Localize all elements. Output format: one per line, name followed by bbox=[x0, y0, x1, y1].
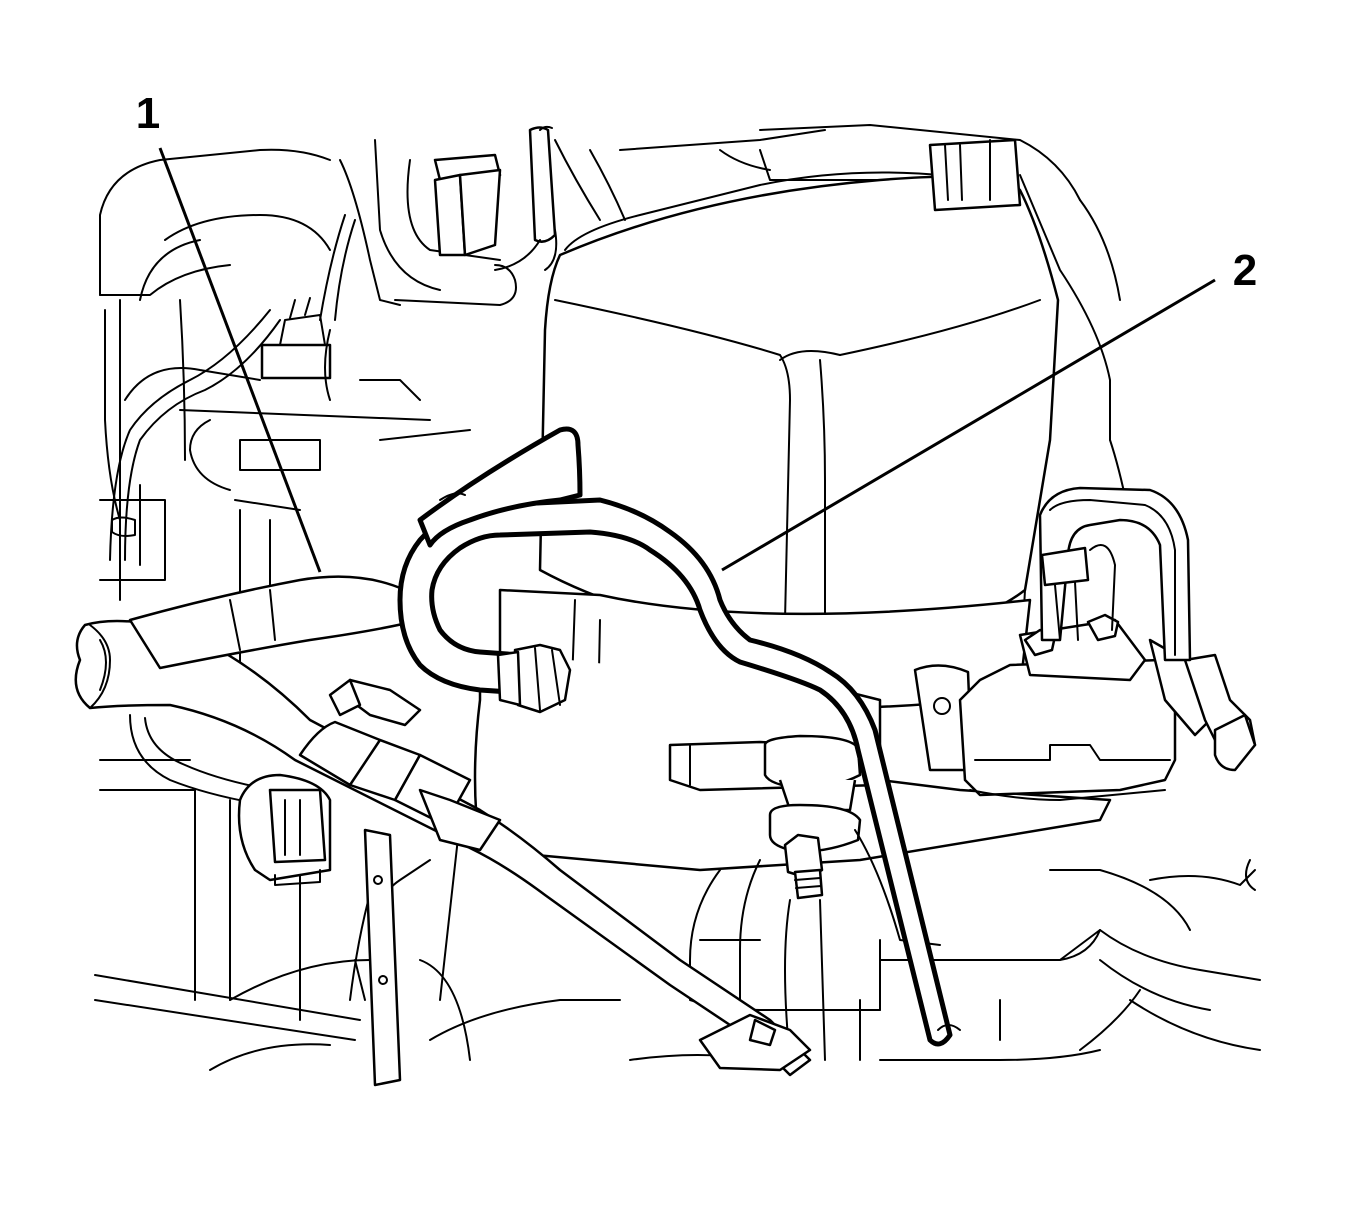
callout-2: 2 bbox=[721, 246, 1257, 572]
callout-1: 1 bbox=[136, 89, 322, 573]
fuel-feed-hose bbox=[74, 575, 812, 1087]
engine-block-left bbox=[94, 139, 517, 1041]
sensor-connector bbox=[129, 714, 332, 886]
top-connectors bbox=[433, 125, 626, 271]
callout-2-label: 2 bbox=[1233, 246, 1257, 295]
fuel-filter-canister bbox=[538, 138, 1060, 681]
callout-2-leader bbox=[721, 278, 1216, 572]
canister-base-bracket bbox=[473, 486, 1257, 872]
lower-housing bbox=[209, 819, 1101, 1071]
callout-1-leader bbox=[158, 147, 322, 573]
fuel-return-line bbox=[397, 426, 961, 1047]
callout-1-label: 1 bbox=[136, 89, 160, 138]
